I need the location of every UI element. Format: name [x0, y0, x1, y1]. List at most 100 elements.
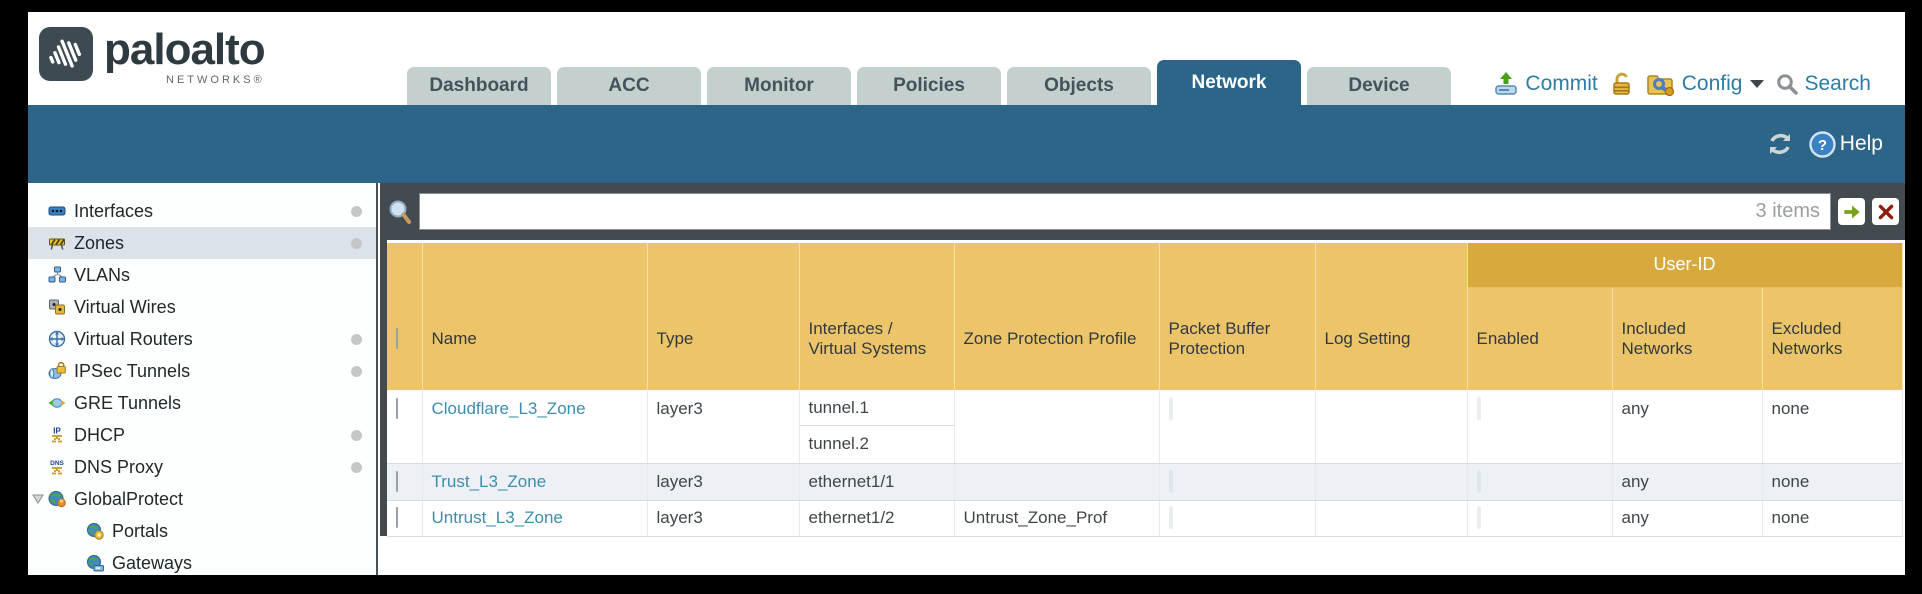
zone-interfaces-cell: ethernet1/2: [799, 500, 955, 537]
col-log-setting[interactable]: Log Setting: [1315, 287, 1468, 390]
filter-input-wrap: 3 items: [419, 193, 1831, 230]
excluded-networks-cell: none: [1762, 463, 1903, 501]
brand-text: paloalto: [104, 25, 266, 74]
packet-buffer-checkbox: [1168, 469, 1173, 493]
group-header-row: User-ID: [387, 243, 1903, 288]
header-spacer: [647, 243, 800, 287]
col-zone-protection-profile[interactable]: Zone Protection Profile: [954, 287, 1160, 390]
clear-filter-button[interactable]: [1872, 198, 1899, 225]
tab-dashboard[interactable]: Dashboard: [407, 67, 551, 105]
svg-text:IP: IP: [53, 427, 61, 436]
status-dot: [351, 334, 362, 345]
sidebar-item-ipsec-tunnels[interactable]: IPSec Tunnels: [28, 355, 376, 387]
table-row: Trust_L3_Zone layer3 ethernet1/1 any non…: [387, 463, 1903, 501]
sidebar-item-dns-proxy[interactable]: DNS DNS Proxy: [28, 451, 376, 483]
status-dot: [351, 366, 362, 377]
green-arrow-icon: [1843, 204, 1860, 219]
tab-acc[interactable]: ACC: [557, 67, 701, 105]
zone-name-link[interactable]: Cloudflare_L3_Zone: [431, 399, 586, 418]
tab-network[interactable]: Network: [1157, 60, 1301, 105]
apply-filter-button[interactable]: [1838, 198, 1865, 225]
chevron-down-icon: [1750, 80, 1765, 88]
refresh-icon[interactable]: [1765, 131, 1795, 157]
sidebar-item-vlans[interactable]: VLANs: [28, 259, 376, 291]
header-spacer: [1315, 243, 1468, 287]
sidebar-item-label: IPSec Tunnels: [74, 360, 191, 381]
header-actions: Commit Config: [1493, 71, 1871, 97]
row-select-cell: [387, 463, 423, 501]
sidebar-item-interfaces[interactable]: Interfaces: [28, 195, 376, 227]
lock-icon[interactable]: [1610, 71, 1634, 97]
search-menu[interactable]: Search: [1776, 72, 1871, 96]
config-menu[interactable]: Config: [1646, 71, 1765, 97]
status-dot: [351, 238, 362, 249]
zone-name-cell: Trust_L3_Zone: [422, 463, 648, 501]
zones-icon: [49, 238, 65, 250]
help-button[interactable]: ? Help: [1809, 130, 1883, 158]
commit-button[interactable]: Commit: [1493, 71, 1598, 97]
sidebar-item-gre-tunnels[interactable]: GRE Tunnels: [28, 387, 376, 419]
row-checkbox[interactable]: [396, 470, 398, 492]
user-id-group-header: User-ID: [1467, 243, 1903, 288]
status-dot: [351, 206, 362, 217]
zone-type-cell: layer3: [647, 500, 800, 537]
brand-subtext: NETWORKS®: [166, 74, 265, 86]
zone-name-link[interactable]: Untrust_L3_Zone: [431, 508, 563, 527]
col-excluded-networks[interactable]: Excluded Networks: [1762, 287, 1903, 390]
filter-toolbar: 3 items: [380, 183, 1905, 240]
userid-enabled-checkbox: [1476, 397, 1481, 420]
select-all-checkbox[interactable]: [396, 327, 398, 349]
tab-policies[interactable]: Policies: [857, 67, 1001, 105]
sidebar-item-label: Virtual Routers: [74, 328, 193, 349]
col-name[interactable]: Name: [422, 287, 648, 390]
sidebar-item-zones[interactable]: Zones: [28, 227, 376, 259]
zones-table: User-ID Name Type Interfaces / Virtual S…: [387, 243, 1903, 537]
tab-device[interactable]: Device: [1307, 67, 1451, 105]
header-spacer: [422, 243, 648, 287]
sidebar-item-label: DHCP: [74, 424, 126, 445]
col-interfaces[interactable]: Interfaces / Virtual Systems: [799, 287, 955, 390]
packet-buffer-cell: [1159, 463, 1316, 501]
sidebar-item-portals[interactable]: Portals: [28, 515, 376, 547]
config-label: Config: [1681, 72, 1743, 95]
interface-entry: tunnel.1: [799, 390, 954, 426]
column-header-row: Name Type Interfaces / Virtual Systems Z…: [387, 287, 1903, 390]
globalprotect-icon: [48, 491, 66, 508]
zone-type-cell: layer3: [647, 390, 800, 464]
row-checkbox[interactable]: [396, 507, 398, 528]
col-enabled[interactable]: Enabled: [1467, 287, 1613, 390]
packet-buffer-checkbox: [1168, 397, 1173, 420]
sidebar-item-label: GRE Tunnels: [74, 392, 182, 413]
main-content: 3 items: [380, 183, 1905, 575]
col-packet-buffer-protection[interactable]: Packet Buffer Protection: [1159, 287, 1316, 390]
col-included-networks[interactable]: Included Networks: [1612, 287, 1763, 390]
header-spacer: [1159, 243, 1316, 287]
included-networks-cell: any: [1612, 463, 1763, 501]
search-icon: [1777, 74, 1799, 95]
filter-input[interactable]: [420, 194, 1830, 229]
sidebar-item-gateways[interactable]: Gateways: [28, 547, 376, 575]
row-checkbox[interactable]: [396, 398, 398, 419]
sidebar-item-dhcp[interactable]: IP DHCP: [28, 419, 376, 451]
header-spacer: [799, 243, 955, 287]
sidebar-item-label: Gateways: [112, 552, 193, 573]
log-setting-cell: [1315, 463, 1468, 501]
red-x-icon: [1878, 204, 1893, 219]
col-type[interactable]: Type: [647, 287, 800, 390]
zone-name-link[interactable]: Trust_L3_Zone: [431, 471, 547, 491]
sidebar-item-virtual-wires[interactable]: Virtual Wires: [28, 291, 376, 323]
row-select-cell: [387, 390, 423, 464]
excluded-networks-cell: none: [1762, 390, 1903, 464]
sidebar-item-label: DNS Proxy: [74, 456, 164, 477]
tab-monitor[interactable]: Monitor: [707, 67, 851, 105]
userid-enabled-cell: [1467, 500, 1613, 537]
expander-triangle-icon[interactable]: [32, 494, 44, 504]
sidebar-item-globalprotect[interactable]: GlobalProtect: [28, 483, 376, 515]
filter-search-icon[interactable]: [388, 199, 412, 225]
zone-name-cell: Untrust_L3_Zone: [422, 500, 648, 537]
sidebar-item-virtual-routers[interactable]: Virtual Routers: [28, 323, 376, 355]
status-dot: [351, 462, 362, 473]
tab-objects[interactable]: Objects: [1007, 67, 1151, 105]
vlans-icon: [48, 266, 66, 283]
table-row: Cloudflare_L3_Zone layer3 tunnel.1 tunne…: [387, 390, 1903, 464]
